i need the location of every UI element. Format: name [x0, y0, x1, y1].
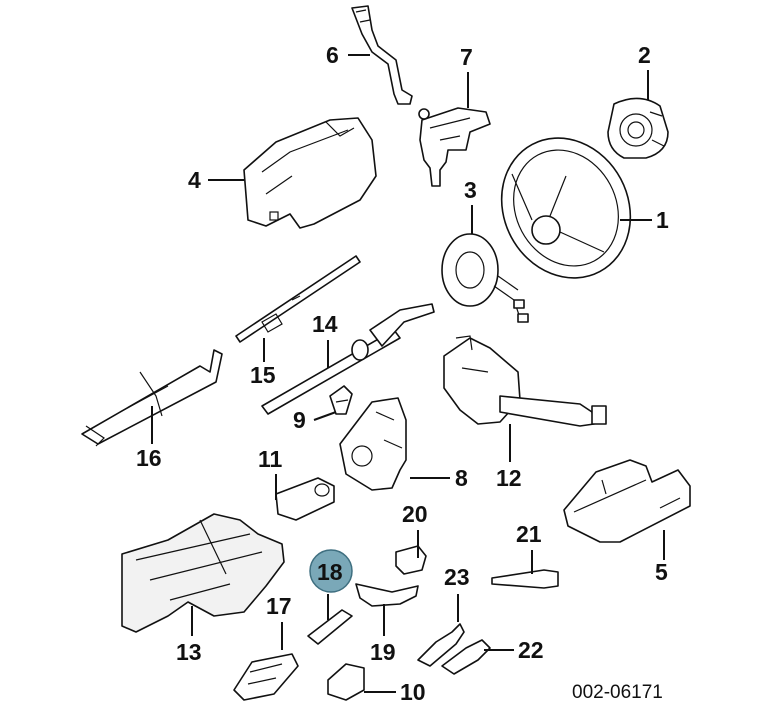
label-12: 12: [496, 424, 522, 491]
part-9-bolt[interactable]: [329, 385, 353, 415]
svg-text:22: 22: [518, 637, 544, 663]
label-11: 11: [258, 446, 283, 500]
part-18-retainer[interactable]: [307, 609, 353, 645]
label-22: 22: [484, 637, 544, 663]
svg-text:9: 9: [293, 407, 306, 433]
label-15: 15: [250, 338, 276, 388]
svg-text:13: 13: [176, 639, 202, 665]
part-14-intermediate-shaft[interactable]: [261, 303, 435, 415]
label-17: 17: [266, 593, 292, 650]
part-22-shoe[interactable]: [441, 639, 491, 675]
svg-text:21: 21: [516, 521, 542, 547]
label-8: 8: [410, 465, 468, 491]
part-4-column-shroud[interactable]: [243, 117, 377, 229]
label-14: 14: [312, 311, 338, 368]
svg-text:3: 3: [464, 177, 477, 203]
part-20-clip[interactable]: [395, 545, 427, 575]
svg-text:17: 17: [266, 593, 292, 619]
label-1: 1: [620, 207, 669, 233]
svg-text:12: 12: [496, 465, 522, 491]
part-15-upper-shaft[interactable]: [235, 255, 361, 343]
label-2: 2: [638, 42, 651, 100]
svg-text:7: 7: [460, 44, 473, 70]
svg-text:2: 2: [638, 42, 651, 68]
label-7: 7: [460, 44, 473, 108]
label-20: 20: [402, 501, 428, 558]
svg-text:19: 19: [370, 639, 396, 665]
label-6: 6: [326, 42, 370, 68]
label-10: 10: [364, 679, 426, 705]
svg-text:23: 23: [444, 564, 470, 590]
part-13-column-bracket[interactable]: [121, 513, 285, 633]
svg-text:14: 14: [312, 311, 338, 337]
part-23-pawl[interactable]: [417, 623, 465, 667]
label-21: 21: [516, 521, 542, 574]
part-7-shift-bracket[interactable]: [418, 107, 491, 187]
svg-text:16: 16: [136, 445, 162, 471]
svg-text:20: 20: [402, 501, 428, 527]
label-16: 16: [136, 406, 162, 471]
label-4: 4: [188, 167, 244, 193]
svg-text:6: 6: [326, 42, 339, 68]
label-23: 23: [444, 564, 470, 622]
part-1-steering-wheel[interactable]: [477, 115, 654, 300]
part-10-housing[interactable]: [327, 663, 365, 701]
label-5: 5: [655, 530, 668, 585]
part-21-tilt-handle[interactable]: [491, 569, 559, 589]
svg-text:10: 10: [400, 679, 426, 705]
svg-text:18: 18: [317, 559, 343, 585]
svg-text:8: 8: [455, 465, 468, 491]
part-6-shift-lever[interactable]: [351, 5, 413, 105]
part-17-lock-actuator[interactable]: [233, 653, 299, 701]
svg-text:11: 11: [258, 446, 283, 472]
label-19: 19: [370, 604, 396, 665]
part-5-lower-shroud[interactable]: [563, 459, 691, 543]
part-16-lower-column[interactable]: [81, 349, 223, 447]
part-12-multifunction-switch[interactable]: [443, 335, 607, 427]
part-2-airbag-module[interactable]: [607, 97, 669, 159]
svg-text:4: 4: [188, 167, 201, 193]
svg-text:15: 15: [250, 362, 276, 388]
label-13: 13: [176, 606, 202, 665]
part-19-lever-bracket[interactable]: [355, 583, 419, 607]
svg-text:1: 1: [656, 207, 669, 233]
drawing-code: 002-06171: [572, 682, 663, 703]
part-8-lock-housing[interactable]: [339, 397, 407, 491]
part-11-lock-cylinder[interactable]: [275, 477, 335, 521]
label-18-highlighted: 18: [309, 549, 353, 620]
label-9: 9: [293, 407, 337, 433]
part-3-clockspring[interactable]: [441, 233, 529, 323]
label-3: 3: [464, 177, 477, 234]
svg-text:5: 5: [655, 559, 668, 585]
